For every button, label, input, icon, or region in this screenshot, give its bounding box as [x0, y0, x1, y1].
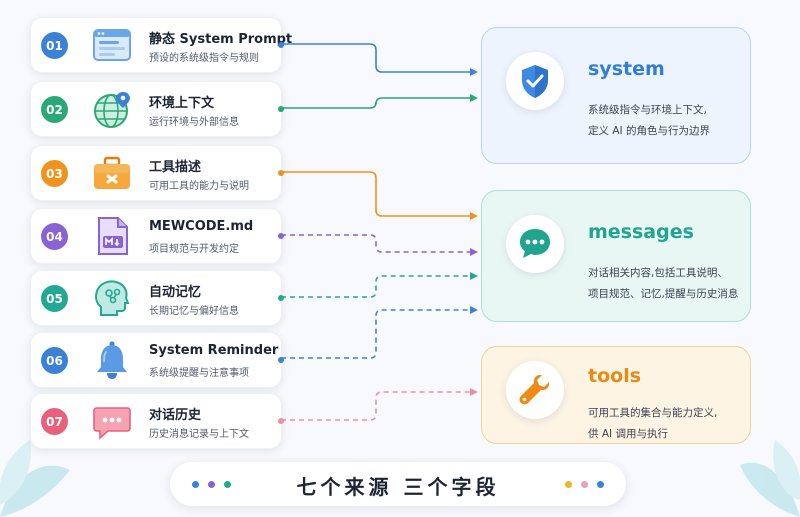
arrowhead-05 — [470, 272, 478, 280]
footer-text: 七个来源 三个字段 — [296, 475, 500, 499]
source-number: 04 — [41, 223, 68, 250]
footer-banner: 七个来源 三个字段 — [170, 462, 626, 506]
source-card-06: 06 System Reminder 系统级提醒与注意事项 — [30, 332, 284, 388]
connector-dot — [278, 170, 284, 176]
source-number: 01 — [41, 32, 68, 59]
footer-dot — [224, 481, 231, 488]
connector-dot — [278, 295, 284, 301]
wrench-icon — [506, 361, 564, 419]
source-subtitle: 系统级提醒与注意事项 — [149, 368, 249, 379]
field-description: 系统级指令与环境上下文, 定义 AI 的角色与行为边界 — [588, 100, 748, 142]
source-title: 环境上下文 — [149, 96, 215, 111]
field-description-line: 定义 AI 的角色与行为边界 — [588, 125, 710, 137]
globe-location-icon — [94, 92, 130, 128]
brain-head-icon — [95, 280, 130, 316]
source-subtitle: 预设的系统级指令与规则 — [149, 53, 259, 64]
field-panel-messages: messages 对话相关内容,包括工具说明、 项目规范、记忆,提醒与历史消息 — [481, 190, 751, 322]
source-subtitle: 运行环境与外部信息 — [149, 117, 239, 128]
chat-icon — [506, 215, 564, 273]
source-title: 静态 System Prompt — [149, 32, 293, 47]
shield-check-icon — [506, 52, 564, 110]
source-card-01: 01 静态 System Prompt 预设的系统级指令与规则 — [30, 17, 292, 73]
leaf-decoration-right — [740, 440, 800, 517]
source-title: MEWCODE.md — [149, 219, 254, 234]
source-title: 对话历史 — [149, 408, 202, 423]
window-icon — [93, 29, 131, 61]
connector-01 — [281, 43, 472, 73]
source-title: System Reminder — [149, 343, 279, 358]
field-description-line: 项目规范、记忆,提醒与历史消息 — [588, 288, 739, 300]
arrowhead-01 — [470, 68, 478, 76]
markdown-file-icon — [98, 217, 128, 255]
connector-dot — [278, 233, 284, 239]
connector-02 — [281, 97, 472, 109]
field-description-line: 对话相关内容,包括工具说明、 — [588, 267, 728, 279]
footer-dot — [597, 481, 604, 488]
arrowhead-07 — [470, 388, 478, 396]
field-title: system — [588, 58, 665, 80]
field-description: 可用工具的集合与能力定义, 供 AI 调用与执行 — [588, 403, 748, 445]
connector-07 — [281, 391, 472, 421]
source-card-02: 02 环境上下文 运行环境与外部信息 — [30, 81, 284, 137]
connector-dot — [278, 42, 284, 48]
field-panel-tools: tools 可用工具的集合与能力定义, 供 AI 调用与执行 — [481, 346, 751, 444]
footer-dot — [208, 481, 215, 488]
footer-dot — [192, 481, 199, 488]
arrowhead-03 — [470, 212, 478, 220]
field-description-line: 供 AI 调用与执行 — [588, 428, 668, 440]
connector-04 — [281, 234, 472, 253]
source-number: 05 — [41, 285, 68, 312]
connector-dot — [278, 106, 284, 112]
connector-06 — [281, 309, 472, 359]
source-subtitle: 项目规范与开发约定 — [149, 244, 239, 255]
source-card-05: 05 自动记忆 长期记忆与偏好信息 — [30, 270, 284, 326]
source-subtitle: 长期记忆与偏好信息 — [149, 306, 239, 317]
source-card-07: 07 对话历史 历史消息记录与上下文 — [30, 393, 284, 449]
connector-dot — [278, 357, 284, 363]
chat-bubble-icon — [93, 407, 131, 440]
leaf-decoration-left — [0, 440, 70, 517]
arrowhead-02 — [470, 94, 478, 102]
field-title: messages — [588, 221, 694, 243]
source-title: 自动记忆 — [149, 285, 202, 300]
source-subtitle: 可用工具的能力与说明 — [149, 181, 249, 192]
connector-03 — [281, 171, 472, 217]
connector-dot — [278, 418, 284, 424]
arrowhead-06 — [470, 306, 478, 314]
source-number: 03 — [41, 160, 68, 187]
footer-dot — [565, 481, 572, 488]
source-number: 07 — [41, 408, 68, 435]
source-number: 02 — [41, 96, 68, 123]
field-title: tools — [588, 365, 642, 387]
bell-icon — [97, 341, 127, 379]
field-description-line: 系统级指令与环境上下文, — [588, 104, 707, 116]
connector-05 — [281, 275, 472, 298]
field-description: 对话相关内容,包括工具说明、 项目规范、记忆,提醒与历史消息 — [588, 263, 748, 305]
field-description-line: 可用工具的集合与能力定义, — [588, 407, 718, 419]
source-title: 工具描述 — [149, 160, 202, 175]
source-number: 06 — [41, 347, 68, 374]
source-card-03: 03 工具描述 可用工具的能力与说明 — [30, 145, 284, 201]
source-card-04: 04 MEWCODE.md 项目规范与开发约定 — [30, 208, 284, 264]
field-panel-system: system 系统级指令与环境上下文, 定义 AI 的角色与行为边界 — [481, 27, 751, 164]
source-subtitle: 历史消息记录与上下文 — [149, 429, 249, 440]
arrowhead-04 — [470, 248, 478, 256]
toolbox-icon — [94, 156, 130, 189]
footer-dot — [581, 481, 588, 488]
